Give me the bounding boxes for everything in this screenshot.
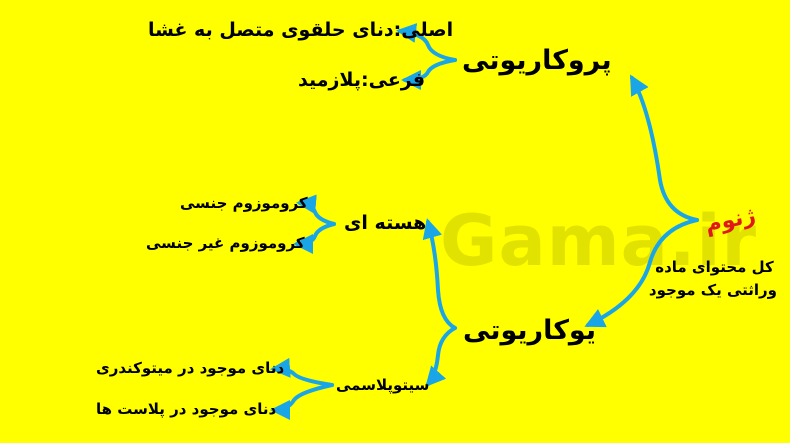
eukaryote-label: یوکاریوتی: [463, 315, 596, 346]
root-desc-line2: وراثتی یک موجود: [648, 281, 777, 299]
sex-chromosome: کروموزوم جنسی: [180, 194, 308, 212]
plastid-dna: دنای موجود در پلاست ها: [96, 400, 277, 418]
root-to-prokaryote-arrow: [630, 74, 699, 222]
root-to-eukaryote-arrow: [584, 218, 699, 328]
eukaryote-to-nuclear-arrow: [422, 218, 457, 330]
nuclear-to-autosome-arrow: [293, 222, 336, 254]
root-desc-line1: کل محتوای ماده: [655, 258, 774, 276]
cytoplasmic-to-mito-arrow: [270, 357, 334, 387]
prokaryote-main-dna: اصلی:دنای حلقوی متصل به غشا: [148, 19, 454, 41]
prokaryote-to-secondary-arrow: [401, 58, 457, 90]
root-description: کل محتوای ماده وراثتی یک موجود: [648, 256, 777, 302]
nuclear-to-sex-arrow: [296, 194, 336, 226]
prokaryote-to-main-arrow: [396, 23, 457, 62]
eukaryote-to-cytoplasmic-arrow: [425, 326, 457, 387]
cytoplasmic-to-plastid-arrow: [270, 383, 334, 420]
cytoplasmic-label: سیتوپلاسمی: [336, 376, 430, 394]
autosome: کروموزوم غیر جنسی: [146, 234, 305, 252]
nuclear-label: هسته ای: [344, 212, 427, 234]
prokaryote-label: پروکاریوتی: [462, 45, 612, 76]
prokaryote-plasmid: فرعی:پلازمید: [298, 69, 426, 91]
watermark: Gama.ir: [440, 200, 757, 282]
mitochondrial-dna: دنای موجود در میتوکندری: [96, 359, 285, 377]
